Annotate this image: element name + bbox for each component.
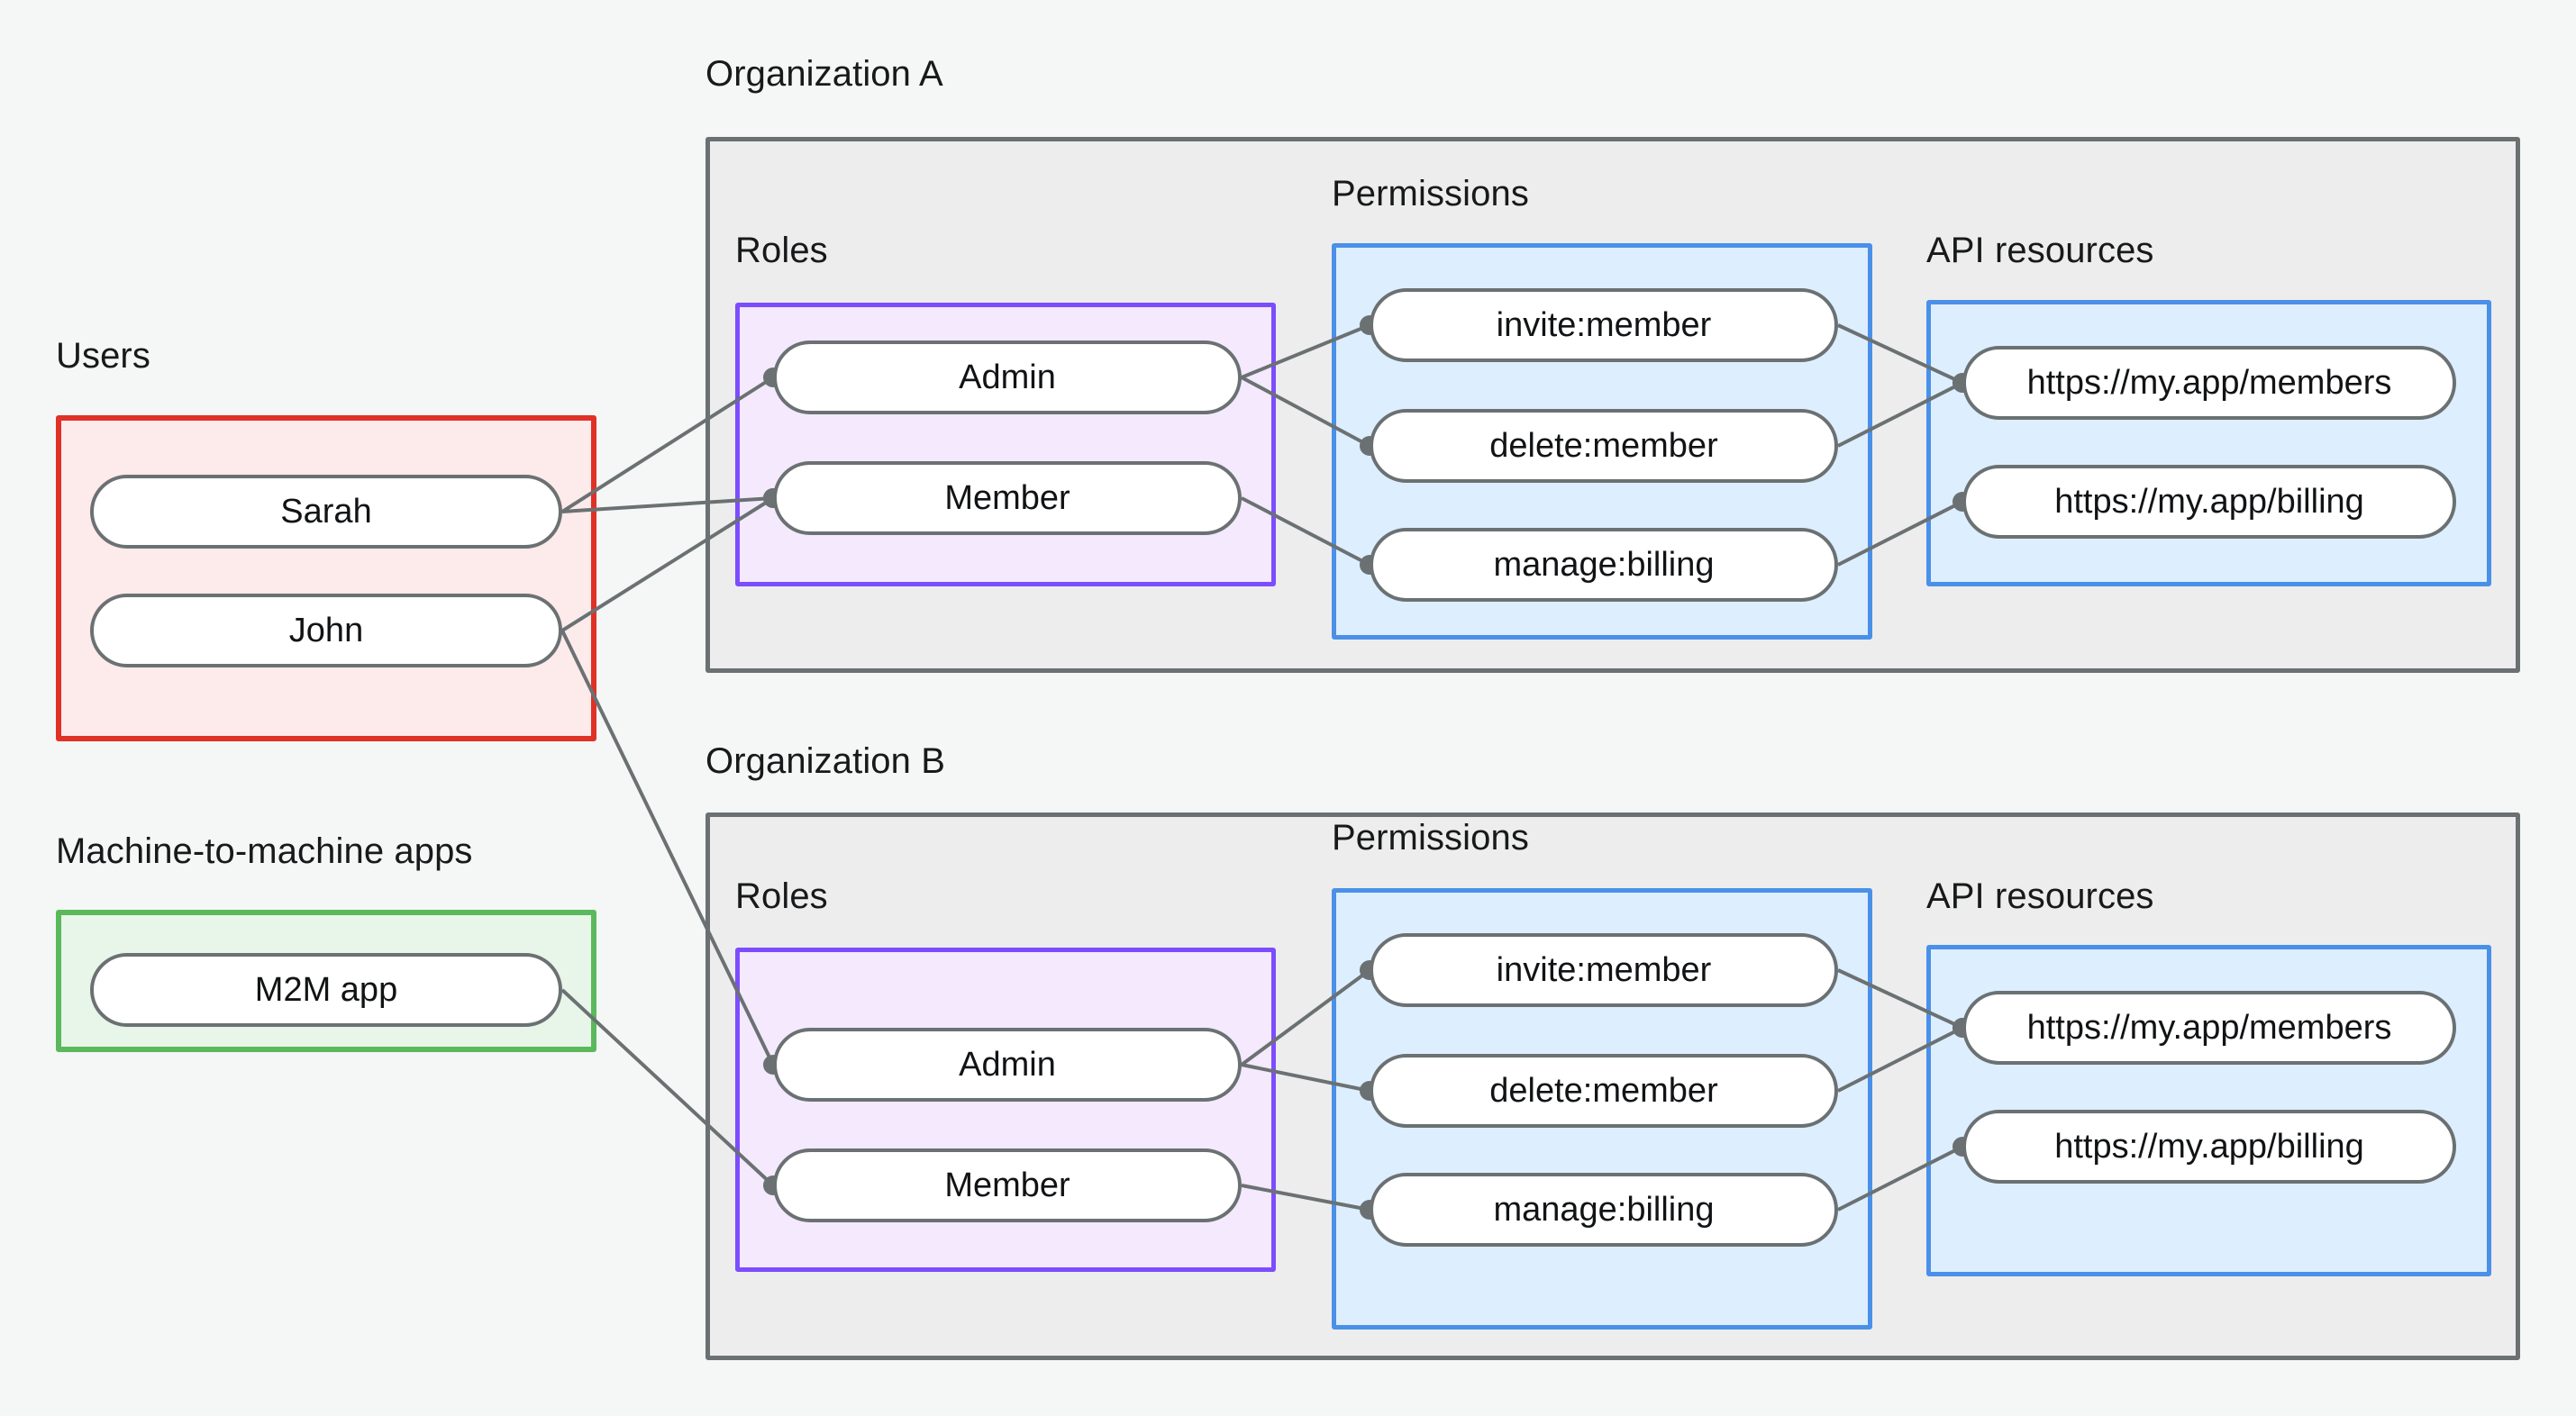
permissions-caption-b: Permissions [1332,818,1529,858]
users-caption: Users [56,336,150,376]
role-pill-a-member[interactable]: Member [773,461,1242,535]
roles-group-b [735,948,1276,1272]
permission-pill-a-delete-member[interactable]: delete:member [1370,409,1838,483]
permission-pill-a-manage-billing[interactable]: manage:billing [1370,528,1838,602]
m2m-app-pill[interactable]: M2M app [90,953,562,1027]
api-resources-caption-a: API resources [1926,231,2154,270]
user-pill-john[interactable]: John [90,594,562,667]
role-pill-b-admin[interactable]: Admin [773,1028,1242,1102]
permission-pill-b-delete-member[interactable]: delete:member [1370,1054,1838,1128]
organization-b-title: Organization B [705,741,945,781]
role-pill-a-admin[interactable]: Admin [773,340,1242,414]
permission-pill-a-invite-member[interactable]: invite:member [1370,288,1838,362]
api-resource-pill-a-members[interactable]: https://my.app/members [1962,346,2456,420]
roles-caption-b: Roles [735,876,828,916]
organization-a-title: Organization A [705,54,943,94]
permission-pill-b-manage-billing[interactable]: manage:billing [1370,1173,1838,1247]
api-resource-pill-a-billing[interactable]: https://my.app/billing [1962,465,2456,539]
users-group [56,415,596,741]
permissions-caption-a: Permissions [1332,174,1529,213]
user-pill-sarah[interactable]: Sarah [90,475,562,549]
api-resources-caption-b: API resources [1926,876,2154,916]
permission-pill-b-invite-member[interactable]: invite:member [1370,933,1838,1007]
api-resource-pill-b-members[interactable]: https://my.app/members [1962,991,2456,1065]
role-pill-b-member[interactable]: Member [773,1148,1242,1222]
machine-apps-caption: Machine-to-machine apps [56,831,473,871]
api-resources-group-a [1926,300,2491,586]
roles-caption-a: Roles [735,231,828,270]
api-resource-pill-b-billing[interactable]: https://my.app/billing [1962,1110,2456,1184]
